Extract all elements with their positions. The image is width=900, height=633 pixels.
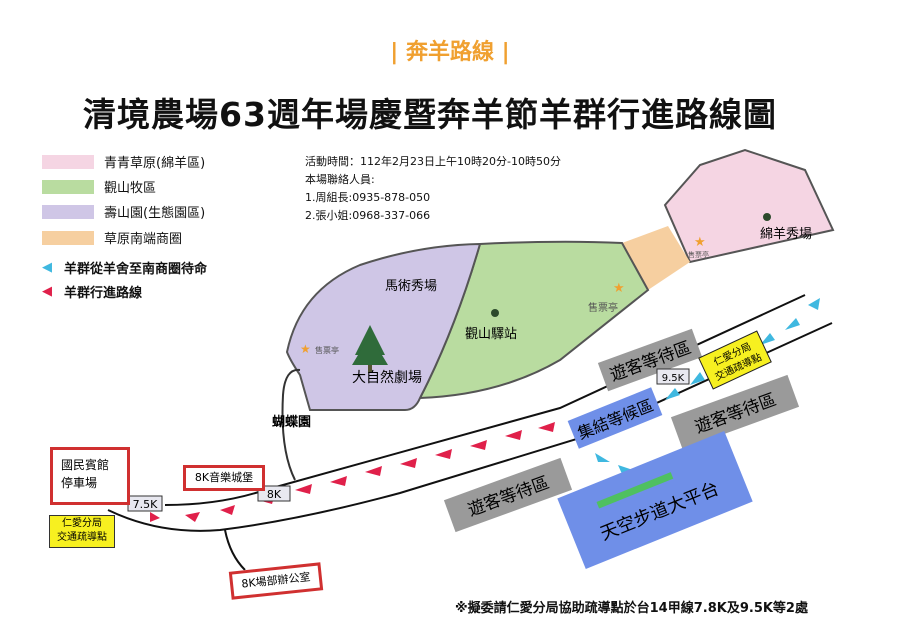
svg-text:售票亭: 售票亭 — [688, 250, 709, 259]
waiting-area: 遊客等待區 — [670, 374, 800, 450]
peach-region — [622, 226, 690, 290]
svg-text:9.5K: 9.5K — [662, 373, 685, 384]
svg-text:售票亭: 售票亭 — [588, 301, 618, 314]
mianyang-show-label: 綿羊秀場 — [760, 226, 812, 242]
music-castle-box: 8K音樂城堡 — [183, 465, 265, 491]
km-marker-7-5: 7.5K — [127, 495, 163, 512]
butterfly-label: 蝴蝶園 — [272, 414, 311, 430]
svg-text:售票亭: 售票亭 — [315, 345, 339, 355]
red-arrow-icon: ◀ — [42, 284, 52, 299]
blue-arrow-icon: ◀ — [42, 260, 52, 275]
legend-item: ◀羊群行進路線 — [42, 284, 143, 301]
butterfly-loop — [281, 368, 301, 481]
purple-region — [285, 242, 482, 411]
blue-standby-arrows — [595, 298, 820, 474]
gathering-area: 集結等候區 — [567, 387, 663, 449]
star-icon: ★ — [613, 281, 625, 296]
svg-text:8K: 8K — [267, 488, 282, 501]
event-info: 活動時間：112年2月23日上午10時20分-10時50分 本場聯絡人員: 1.… — [305, 155, 561, 222]
tree-icon — [352, 325, 388, 373]
horse-show-label: 馬術秀場 — [385, 279, 437, 294]
km-marker-9-5: 9.5K — [656, 368, 690, 385]
guanshan-station-label: 觀山驛站 — [465, 327, 517, 342]
skywalk-platform: 天空步道大平台 — [557, 431, 753, 569]
star-icon: ★ — [694, 235, 706, 250]
legend-item: 青青草原(綿羊區) — [42, 152, 205, 171]
svg-text:7.5K: 7.5K — [133, 498, 158, 511]
guesthouse-parking-box: 國民賓館停車場 — [50, 447, 130, 505]
pink-region — [663, 148, 835, 264]
km-marker-8: 8K — [257, 485, 291, 502]
legend-item: 草原南端商圈 — [42, 228, 182, 247]
office-connector — [224, 529, 246, 571]
legend-item: 壽山園(生態園區) — [42, 202, 205, 221]
waiting-area: 遊客等待區 — [443, 457, 573, 533]
theater-label: 大自然劇場 — [352, 369, 422, 386]
legend-item: 觀山牧區 — [42, 177, 156, 196]
page-title: 清境農場63週年場慶暨奔羊節羊群行進路線圖 — [83, 95, 777, 134]
star-icon: ★ — [300, 342, 311, 356]
subtitle: | 奔羊路線 | — [390, 40, 510, 65]
police-point-left: 仁愛分局交通疏導點 — [49, 515, 115, 548]
footnote: ※擬委請仁愛分局協助疏導點於台14甲線7.8K及9.5K等2處 — [455, 601, 808, 616]
road-bottom-edge — [107, 322, 833, 532]
legend-item: ◀羊群從羊舍至南商圈待命 — [42, 260, 208, 277]
